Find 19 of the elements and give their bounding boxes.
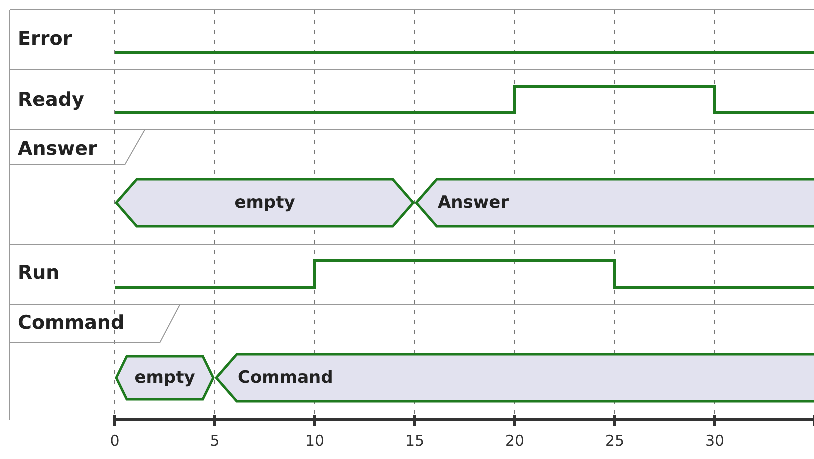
axis-tick-label: 5	[209, 432, 221, 450]
signal-name: Run	[18, 262, 60, 284]
signal-name: Command	[18, 312, 125, 334]
axis-tick-label: 15	[404, 432, 426, 450]
state-hexagon	[115, 355, 215, 401]
signal-name: Answer	[18, 138, 98, 160]
axis-tick-label: 10	[304, 432, 326, 450]
signal-name: Ready	[18, 89, 84, 111]
axis-tick-label: 30	[704, 432, 726, 450]
axis-tick-label: 20	[504, 432, 526, 450]
state-label: Answer	[438, 192, 509, 215]
state-hexagon	[115, 178, 415, 228]
axis-tick-label: 25	[604, 432, 626, 450]
state-hexagon	[415, 178, 814, 228]
state-label: empty	[234, 192, 296, 215]
signal-name: Error	[18, 28, 72, 50]
axis-tick-label: 0	[109, 432, 121, 450]
state-label: Command	[238, 367, 334, 390]
state-label: empty	[134, 367, 196, 390]
